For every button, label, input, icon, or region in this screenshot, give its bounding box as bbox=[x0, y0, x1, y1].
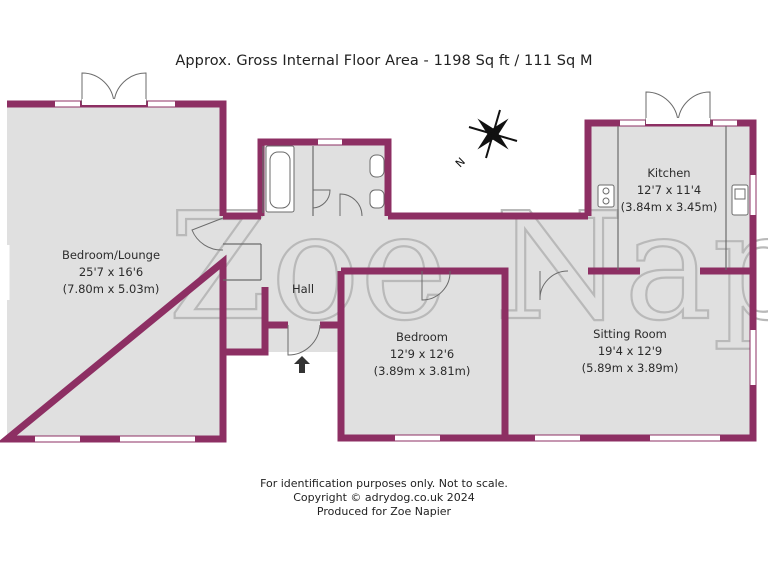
footer-produced-for: Produced for Zoe Napier bbox=[316, 505, 452, 518]
svg-text:25'7 x 16'6: 25'7 x 16'6 bbox=[79, 265, 143, 279]
door-swings bbox=[191, 189, 569, 356]
floor-area-title: Approx. Gross Internal Floor Area - 1198… bbox=[175, 53, 593, 69]
svg-text:12'7 x 11'4: 12'7 x 11'4 bbox=[637, 183, 701, 197]
footer-notes: For identification purposes only. Not to… bbox=[0, 477, 768, 519]
room-label-bedroom-lounge: Bedroom/Lounge 25'7 x 16'6 (7.80m x 5.03… bbox=[62, 248, 160, 296]
hob-icon bbox=[597, 184, 615, 208]
svg-text:Hall: Hall bbox=[292, 282, 314, 296]
svg-text:(5.89m x 3.89m): (5.89m x 3.89m) bbox=[582, 361, 679, 375]
toilet-icon bbox=[369, 154, 385, 178]
partitions bbox=[223, 126, 727, 281]
bathtub-icon bbox=[265, 145, 295, 213]
svg-text:(3.84m x 3.45m): (3.84m x 3.45m) bbox=[621, 200, 718, 214]
footer-copyright: Copyright © adrydog.co.uk 2024 bbox=[293, 491, 475, 504]
room-label-sitting-room: Sitting Room 19'4 x 12'9 (5.89m x 3.89m) bbox=[582, 327, 679, 375]
entrance-arrow-icon bbox=[294, 356, 310, 373]
svg-text:19'4 x 12'9: 19'4 x 12'9 bbox=[598, 344, 662, 358]
svg-text:(3.89m x 3.81m): (3.89m x 3.81m) bbox=[374, 364, 471, 378]
windows bbox=[4, 101, 756, 442]
room-label-kitchen: Kitchen 12'7 x 11'4 (3.84m x 3.45m) bbox=[621, 166, 718, 214]
sink-icon bbox=[731, 184, 749, 216]
compass-icon bbox=[468, 109, 518, 159]
svg-text:Kitchen: Kitchen bbox=[647, 166, 690, 180]
french-doors bbox=[81, 72, 711, 124]
footer-disclaimer: For identification purposes only. Not to… bbox=[260, 477, 508, 490]
room-label-hall: Hall bbox=[292, 282, 314, 296]
basin-icon bbox=[369, 189, 385, 209]
svg-text:(7.80m x 5.03m): (7.80m x 5.03m) bbox=[63, 282, 160, 296]
svg-text:Bedroom: Bedroom bbox=[396, 330, 448, 344]
fixtures bbox=[265, 145, 749, 216]
compass-north-label: N bbox=[453, 155, 468, 170]
svg-text:12'9 x 12'6: 12'9 x 12'6 bbox=[390, 347, 454, 361]
room-label-bedroom: Bedroom 12'9 x 12'6 (3.89m x 3.81m) bbox=[374, 330, 471, 378]
svg-text:Bedroom/Lounge: Bedroom/Lounge bbox=[62, 248, 160, 262]
svg-text:Sitting Room: Sitting Room bbox=[593, 327, 667, 341]
